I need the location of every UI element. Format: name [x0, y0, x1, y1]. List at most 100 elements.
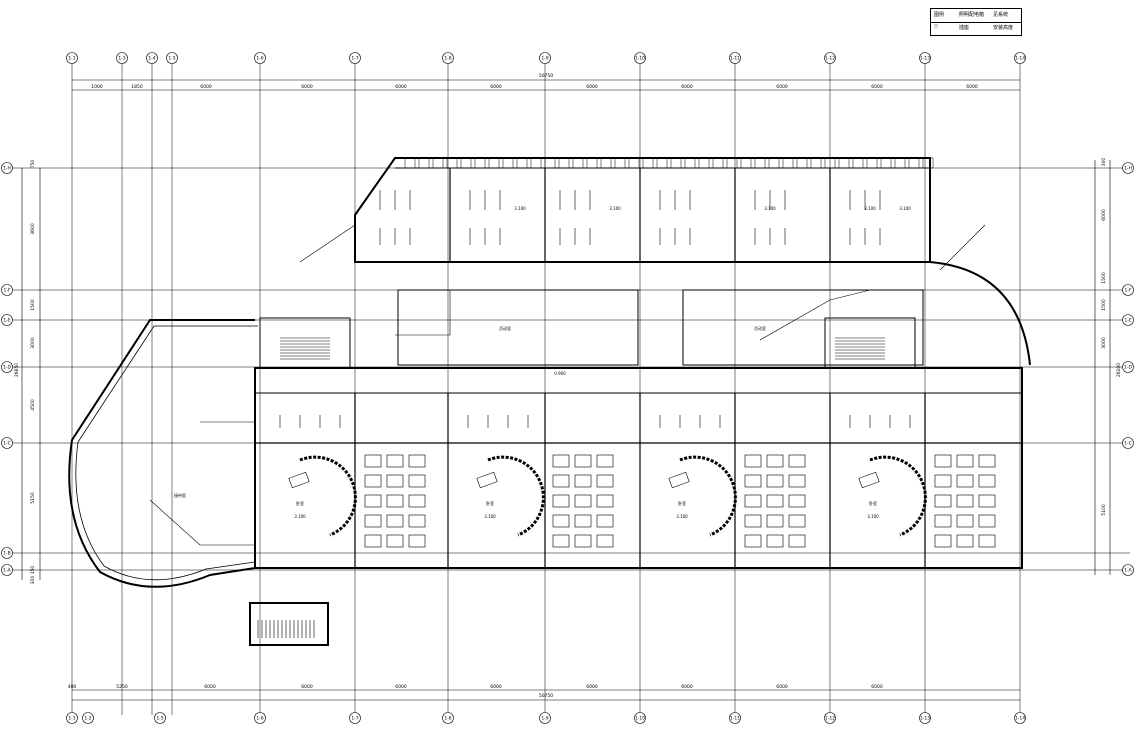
window-segment — [516, 157, 528, 169]
curved-lobby-wall — [68, 319, 256, 588]
room-label: 接待室 — [174, 492, 186, 498]
legend-name: 插座 — [959, 25, 970, 31]
legend-row: 图例 照明配电箱 见系统 — [931, 9, 1021, 23]
axis-label: 1-C — [3, 441, 11, 447]
axis-bubble — [1014, 52, 1026, 64]
bed — [408, 454, 426, 468]
dimension-value: 6000 — [776, 684, 788, 690]
axis-label: 1-E — [3, 318, 10, 324]
window-segment — [754, 157, 766, 169]
bed — [934, 514, 952, 528]
dimension-value: 1000 — [91, 84, 103, 90]
axis-label: 1-6 — [256, 56, 263, 62]
dimension-value: 6000 — [871, 684, 883, 690]
bed — [978, 534, 996, 548]
exterior-stair — [249, 602, 329, 646]
room-label: 0.900 — [554, 371, 566, 376]
axis-bubble — [1, 284, 13, 296]
table — [476, 471, 498, 489]
room-label: 3.100 — [609, 206, 621, 211]
window-segment — [628, 157, 640, 169]
dimension-value: 3000 — [30, 337, 36, 349]
axis-label: 1-A — [3, 568, 11, 574]
dimension-value: 1500 — [1101, 272, 1107, 284]
axis-label: 1-H — [3, 166, 11, 172]
bed — [386, 514, 404, 528]
axis-label: 1-12 — [825, 56, 835, 62]
axis-bubble — [1, 564, 13, 576]
window-segment — [922, 157, 934, 169]
window-segment — [670, 157, 682, 169]
axis-label: 1-10 — [635, 56, 645, 62]
axis-label: 1-11 — [730, 716, 740, 722]
bed — [934, 454, 952, 468]
bed — [978, 454, 996, 468]
dimension-value: 6000 — [871, 84, 883, 90]
bed — [574, 454, 592, 468]
dimension-value: 1500 — [30, 299, 36, 311]
bed — [574, 514, 592, 528]
room-label: 卧室 — [486, 500, 494, 506]
axis-bubble — [634, 52, 646, 64]
axis-label: 1-13 — [920, 716, 930, 722]
axis-bubble — [254, 52, 266, 64]
bed — [552, 454, 570, 468]
bed — [596, 514, 614, 528]
bed — [978, 514, 996, 528]
bed — [408, 494, 426, 508]
bed — [788, 454, 806, 468]
dimension-value: 6000 — [301, 84, 313, 90]
axis-label: 1-D — [1124, 365, 1132, 371]
axis-label: 1-6 — [256, 716, 263, 722]
room-label: 3.100 — [514, 206, 526, 211]
activity-arc — [869, 455, 927, 537]
dimension-value: 1500 — [1101, 299, 1107, 311]
bed — [766, 474, 784, 488]
dimension-value: 6000 — [776, 84, 788, 90]
dimension-value: 5100 — [1101, 504, 1107, 516]
dimension-value: 5250 — [116, 684, 128, 690]
dimension-value: 5150 — [30, 492, 36, 504]
axis-bubble — [1122, 361, 1134, 373]
axis-label: 1-14 — [1015, 716, 1025, 722]
dimension-value: 6000 — [681, 684, 693, 690]
window-segment — [866, 157, 878, 169]
axis-label: 1-A — [1124, 568, 1132, 574]
bed — [978, 474, 996, 488]
dimension-value: 6000 — [395, 84, 407, 90]
window-segment — [894, 157, 906, 169]
bed — [956, 474, 974, 488]
axis-bubble — [82, 712, 94, 724]
legend-table: 图例 照明配电箱 见系统 ▽ 插座 安装高度 — [930, 8, 1022, 36]
room-label: 3.100 — [867, 514, 879, 519]
hall-block — [397, 289, 639, 366]
dimension-value: 26650 — [14, 363, 20, 377]
window-segment — [642, 157, 654, 169]
axis-bubble — [116, 52, 128, 64]
wiring-line — [759, 289, 871, 341]
axis-bubble — [634, 712, 646, 724]
bed — [596, 454, 614, 468]
bed — [744, 514, 762, 528]
axis-bubble — [349, 52, 361, 64]
room-label: 活动室 — [499, 325, 511, 331]
dimension-value: 300 150 — [30, 566, 36, 585]
room-label: 卧室 — [296, 500, 304, 506]
window-segment — [530, 157, 542, 169]
bed — [766, 514, 784, 528]
axis-bubble — [1, 547, 13, 559]
bed — [956, 454, 974, 468]
dimension-value: 750 — [30, 160, 36, 169]
axis-bubble — [66, 712, 78, 724]
dimension-value: 26100 — [1116, 363, 1122, 377]
room-label: 卧室 — [678, 500, 686, 506]
window-segment — [656, 157, 668, 169]
axis-label: 1-B — [3, 551, 10, 557]
axis-bubble — [1014, 712, 1026, 724]
axis-bubble — [254, 712, 266, 724]
dimension-value: 6000 — [200, 84, 212, 90]
axis-bubble — [166, 52, 178, 64]
axis-label: 1-2 — [84, 716, 91, 722]
